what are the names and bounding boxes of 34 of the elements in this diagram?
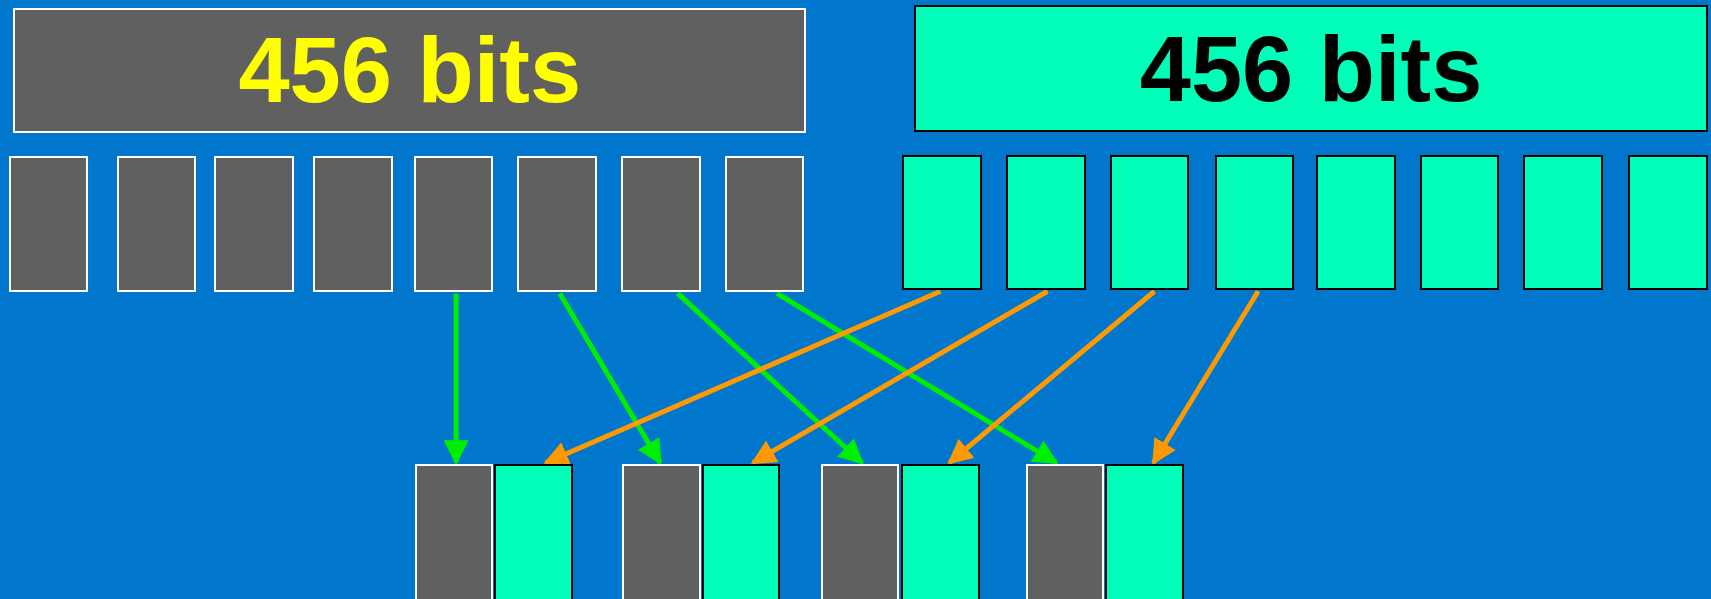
bit-block [414,463,494,599]
arrow [1151,289,1261,465]
bit-block [1523,154,1603,291]
bit-block [1025,463,1105,599]
bit-block [621,463,701,599]
arrow [543,288,942,466]
arrow [443,293,469,466]
header-bar [914,5,1708,133]
arrow [557,292,663,465]
bit-block [313,156,393,293]
bit-block [620,156,701,293]
bit-block [1214,154,1295,291]
arrow [947,289,1157,465]
header-bar [13,7,807,134]
arrow [675,291,864,465]
bit-block [116,156,197,293]
bit-block [1419,154,1500,291]
bit-block [902,154,983,291]
bit-block [1628,154,1708,291]
bit-block [901,463,980,599]
bit-block [1105,463,1184,599]
size-label: 456 bits [1139,22,1483,115]
bit-block [820,463,900,599]
bit-block [1006,154,1086,291]
bit-block [213,156,294,293]
bit-block [701,463,781,599]
bit-block [1109,154,1190,291]
bit-block [517,156,597,293]
bit-block [494,463,573,599]
bit-block [724,156,805,293]
size-label: 456 bits [238,24,582,117]
bit-block [413,156,494,293]
bit-block [1316,154,1396,291]
bit-block [8,156,89,293]
